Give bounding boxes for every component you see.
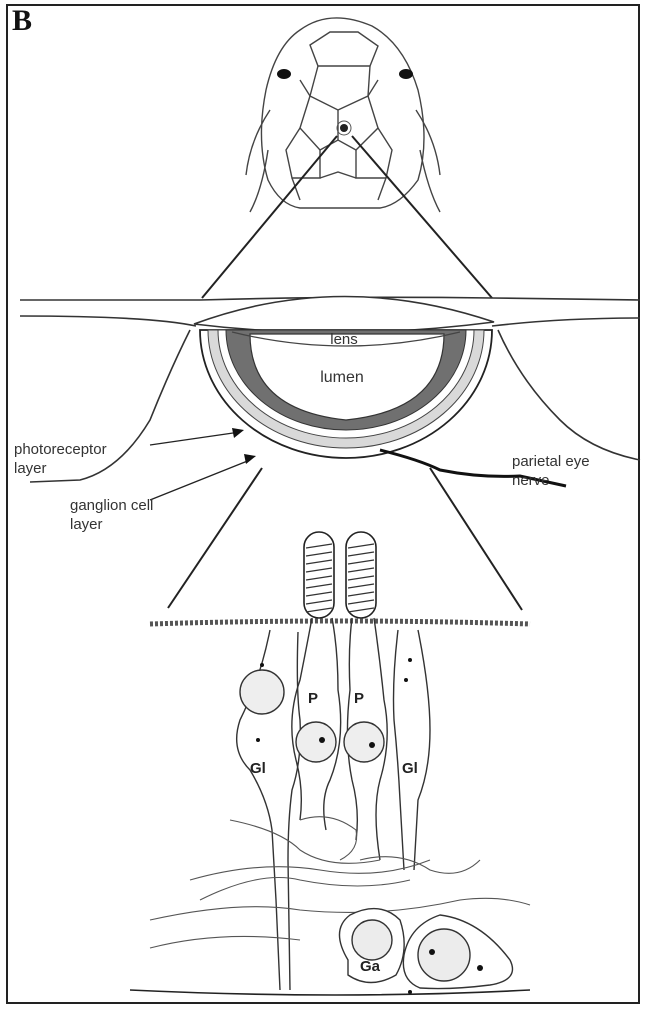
- lumen-label: lumen: [320, 368, 364, 387]
- ganglion-label-line1: ganglion cell: [70, 496, 153, 515]
- photoreceptor-cell-label-right: P: [354, 690, 364, 707]
- ganglion-label-line2: layer: [70, 515, 103, 534]
- zoom-lines-bottom: [168, 468, 522, 610]
- photoreceptor-label-line2: layer: [14, 459, 47, 478]
- photoreceptor-cell-label-left: P: [308, 690, 318, 707]
- eye-cup: [200, 330, 492, 458]
- basement-membrane: [130, 990, 530, 995]
- glial-cell-label-left: Gl: [250, 760, 266, 777]
- photoreceptor-pointer: [150, 432, 240, 445]
- photoreceptor-label-line1: photoreceptor: [14, 440, 107, 459]
- parietal-nerve-label-line1: parietal eye: [512, 452, 590, 471]
- parietal-eye-spot: [340, 124, 348, 132]
- ganglion-cell-label: Ga: [360, 958, 380, 975]
- lizard-head: [246, 18, 440, 212]
- cell-nuclei: [240, 670, 384, 762]
- parietal-nerve-label-line2: nerve: [512, 471, 550, 490]
- outer-limiting-membrane: [150, 621, 530, 624]
- section-pointers: [150, 428, 256, 500]
- lens-label: lens: [330, 330, 358, 349]
- panel-letter: B: [12, 6, 32, 36]
- zoom-lines-top: [202, 136, 492, 298]
- right-eye-icon: [399, 69, 413, 79]
- glial-cell-label-right: Gl: [402, 760, 418, 777]
- ganglion-pointer: [150, 460, 250, 500]
- lizard-eyes: [277, 69, 413, 79]
- ganglion-cells: [339, 909, 512, 989]
- left-eye-icon: [277, 69, 291, 79]
